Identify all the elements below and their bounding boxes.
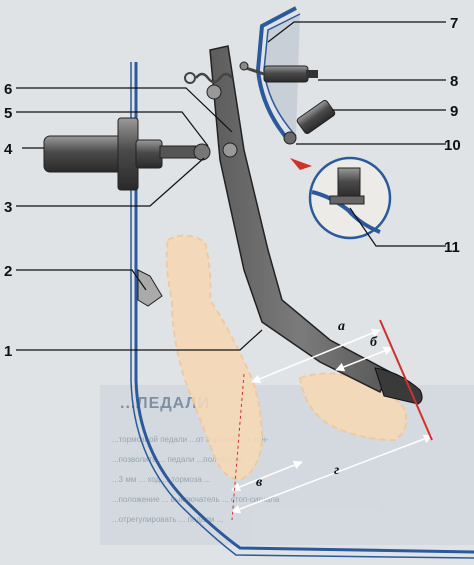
dimension-lines <box>231 319 433 521</box>
callout-9: 9 <box>450 103 458 120</box>
callout-leaders <box>16 21 446 351</box>
dimension-label-v: в <box>256 475 263 490</box>
floor-panel <box>130 62 474 559</box>
return-spring <box>184 72 233 84</box>
background-text-line: ...тормозной педали ...от верхней ... к … <box>112 435 269 444</box>
background-text-line: ...отрегулировать ... педали ... <box>112 515 223 524</box>
dimension-a-line <box>251 328 381 384</box>
dimension-extension-line <box>379 319 433 441</box>
leader-6 <box>16 87 233 133</box>
callout-11: 11 <box>444 239 460 256</box>
callout-3: 3 <box>4 199 12 216</box>
dimension-g-line <box>231 434 433 514</box>
dimension-label-a: а <box>338 319 345 334</box>
magnified-inset <box>290 156 392 240</box>
pedal-stop-switch <box>283 99 336 145</box>
dimension-b-line <box>335 346 393 372</box>
master-cylinder <box>43 117 211 191</box>
callout-4: 4 <box>4 141 13 158</box>
dimension-label-b: б <box>370 335 378 350</box>
callout-6: 6 <box>4 81 12 98</box>
leader-3 <box>16 157 205 207</box>
callout-10: 10 <box>444 137 461 154</box>
leader-11 <box>349 207 446 247</box>
dimension-label-g: г <box>334 463 339 478</box>
pedal-stop-bracket <box>137 269 163 307</box>
callout-1: 1 <box>4 343 12 360</box>
callout-7: 7 <box>450 15 458 32</box>
dimension-v-line <box>231 460 303 492</box>
brake-pedal-lever <box>206 45 423 405</box>
callout-2: 2 <box>4 263 12 280</box>
leader-5 <box>16 111 209 147</box>
background-text-line: ...3 мм ... ход ... тормоза ... <box>112 475 211 484</box>
dimension-extension-line <box>231 373 245 521</box>
background-heading: ...ЛЕДАЛИ <box>120 395 210 412</box>
brake-light-switch <box>239 61 318 83</box>
leader-7 <box>267 21 446 43</box>
leader-2 <box>16 269 147 291</box>
callout-8: 8 <box>450 73 458 90</box>
leader-1 <box>16 329 263 351</box>
background-text-line: ...позволить ... педали ...полностью <box>112 455 243 464</box>
callout-5: 5 <box>4 105 12 122</box>
background-text-line: ...положение ... выключатель ... стоп-си… <box>112 495 280 504</box>
